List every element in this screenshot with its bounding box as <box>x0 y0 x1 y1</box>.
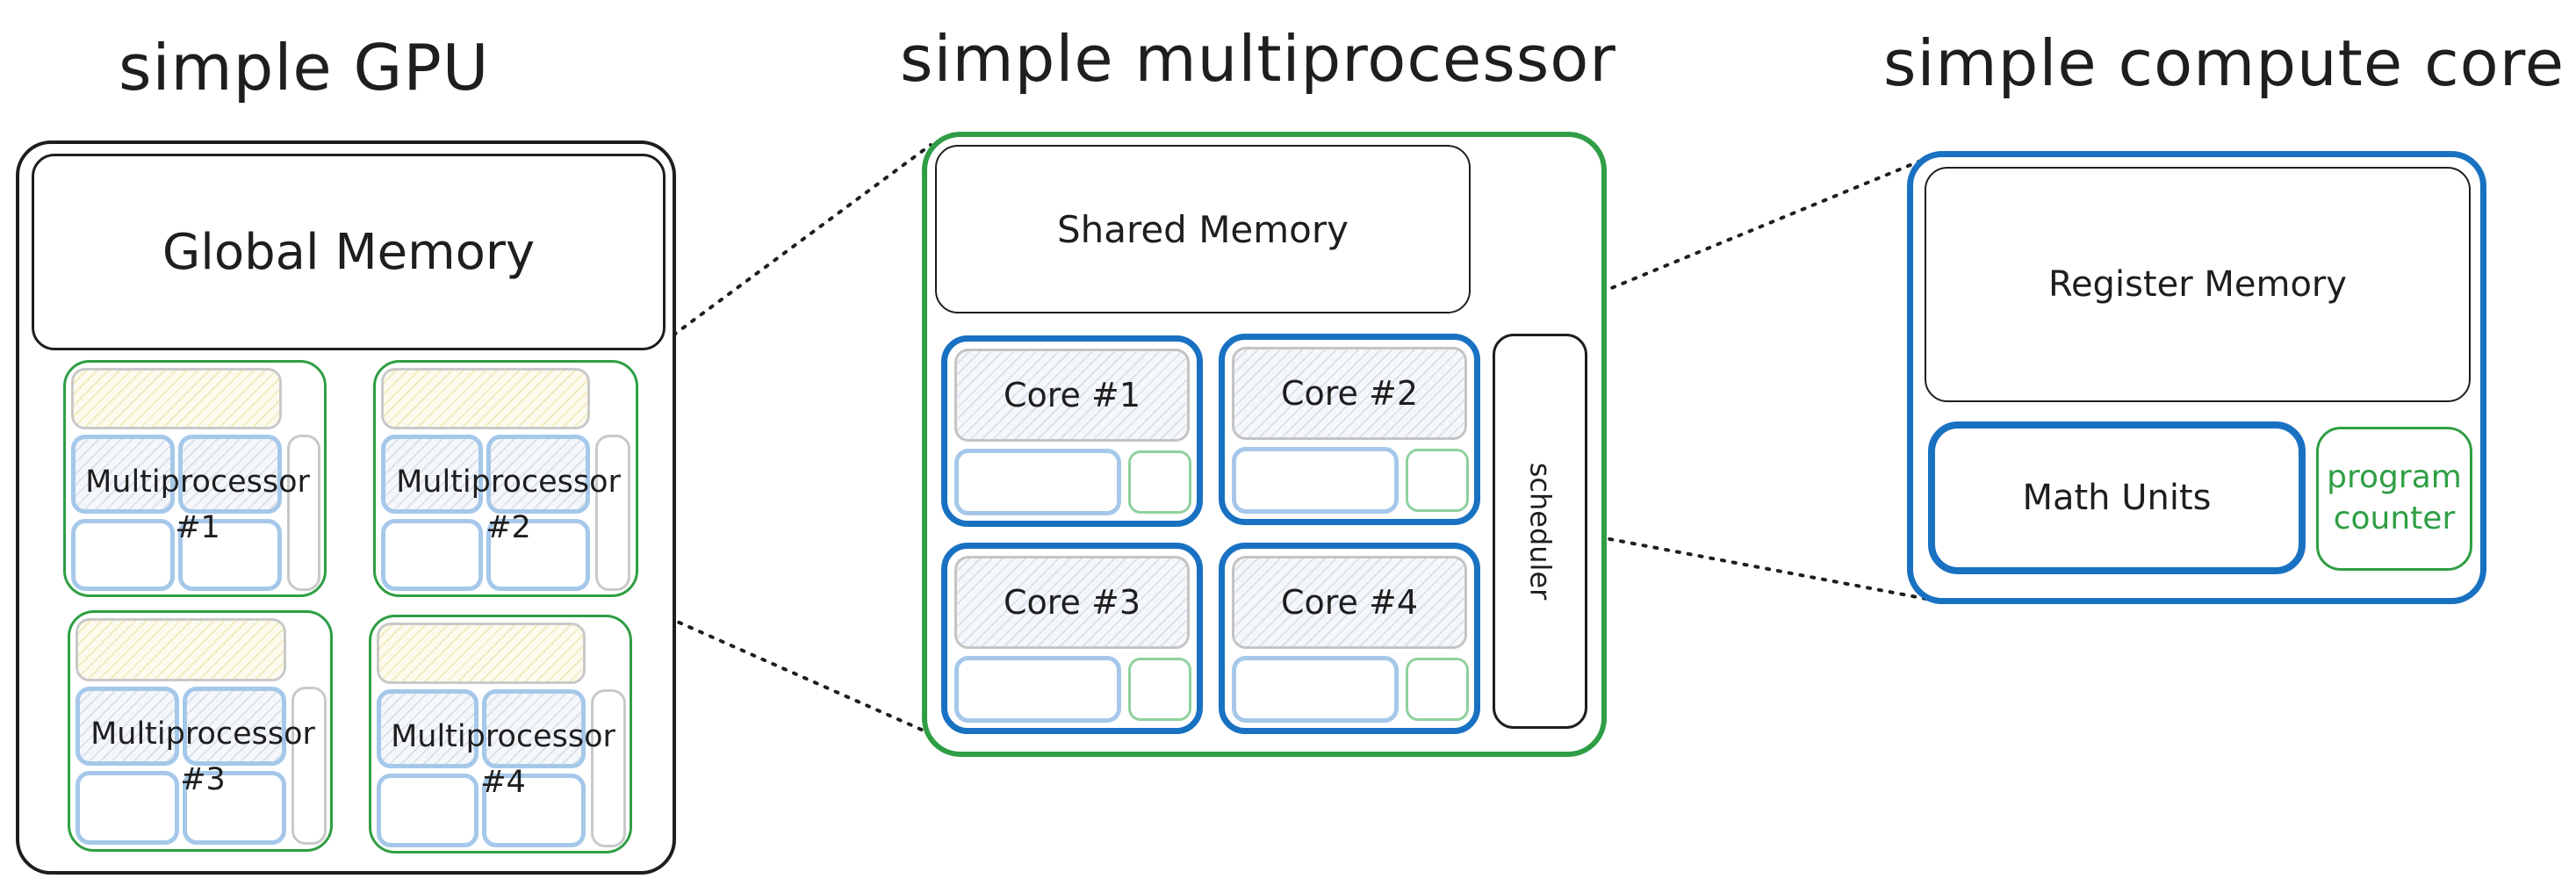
program-counter-line2: counter <box>2333 501 2456 537</box>
scheduler: scheduler <box>1493 334 1587 729</box>
math-units-label: Math Units <box>2022 478 2212 518</box>
mp-core-2: Core #2 <box>1219 334 1480 525</box>
mp4-label: Multiprocessor #4 <box>371 689 635 830</box>
mp3-label: Multiprocessor #3 <box>70 687 335 827</box>
mp-core-3-register: Core #3 <box>954 556 1190 649</box>
mp4-label-line2: #4 <box>480 765 526 800</box>
gpu-multiprocessor-2: Multiprocessor #2 <box>373 360 638 597</box>
mp-core-1: Core #1 <box>941 335 1203 527</box>
mp-core-1-math <box>954 449 1121 515</box>
program-counter: program counter <box>2316 427 2472 571</box>
register-memory-label: Register Memory <box>2047 264 2348 305</box>
shared-memory: Shared Memory <box>935 145 1471 313</box>
mp3-core-1 <box>76 687 179 766</box>
mp2-label-line1: Multiprocessor <box>396 464 621 500</box>
gpu-multiprocessor-4: Multiprocessor #4 <box>369 615 632 853</box>
mp1-label-line1: Multiprocessor <box>85 464 310 500</box>
mp1-label: Multiprocessor #1 <box>66 435 329 575</box>
mp4-label-line1: Multiprocessor <box>391 718 615 754</box>
mp-core-2-register: Core #2 <box>1232 347 1467 440</box>
mp4-core-3 <box>377 774 479 847</box>
mp3-label-line1: Multiprocessor <box>90 716 315 752</box>
gpu-multiprocessor-1: Multiprocessor #1 <box>63 360 327 597</box>
mp3-core-2 <box>183 687 286 766</box>
math-units: Math Units <box>1928 421 2306 574</box>
mp-core-1-register: Core #1 <box>954 349 1190 442</box>
multiprocessor-title: simple multiprocessor <box>900 22 1616 96</box>
gpu-title: simple GPU <box>119 31 490 104</box>
mp-core-1-label: Core #1 <box>1003 376 1141 414</box>
mp2-core-3 <box>381 519 483 591</box>
gpu-multiprocessor-3: Multiprocessor #3 <box>68 610 333 852</box>
mp-core-3-label: Core #3 <box>1003 583 1141 622</box>
mp-core-4-pc <box>1406 658 1469 721</box>
core-title: simple compute core <box>1883 26 2565 100</box>
mp2-shared-memory <box>381 368 590 429</box>
mp-core-3: Core #3 <box>941 543 1203 734</box>
mp1-core-3 <box>71 519 175 591</box>
mp-core-4-math <box>1232 656 1399 723</box>
mp1-shared-memory <box>71 368 282 429</box>
mp-core-4-register: Core #4 <box>1232 556 1467 649</box>
mp-core-4: Core #4 <box>1219 543 1480 734</box>
register-memory: Register Memory <box>1925 167 2471 402</box>
mp4-core-4 <box>482 774 586 847</box>
mp-core-4-label: Core #4 <box>1280 583 1419 622</box>
mp1-scheduler <box>287 435 320 591</box>
mp1-core-4 <box>178 519 282 591</box>
shared-memory-label: Shared Memory <box>1056 207 1349 251</box>
mp4-scheduler <box>591 689 626 847</box>
mp-core-1-pc <box>1128 450 1191 514</box>
mp2-core-4 <box>486 519 590 591</box>
mp-core-2-math <box>1232 447 1399 514</box>
mp-core-2-label: Core #2 <box>1280 374 1419 413</box>
mp4-core-1 <box>377 689 479 768</box>
mp3-core-3 <box>76 771 179 845</box>
mp-core-3-math <box>954 656 1121 723</box>
program-counter-line1: program <box>2327 459 2462 496</box>
mp1-core-2 <box>178 435 282 514</box>
mp4-core-2 <box>482 689 586 768</box>
mp1-label-line2: #1 <box>175 510 220 545</box>
mp2-label-line2: #2 <box>486 510 531 545</box>
mp3-core-4 <box>183 771 286 845</box>
scheduler-label-wrap: scheduler <box>1495 336 1585 726</box>
mp2-core-1 <box>381 435 483 514</box>
mp2-scheduler <box>595 435 630 591</box>
scheduler-label: scheduler <box>1523 462 1557 601</box>
mp3-shared-memory <box>76 618 286 681</box>
mp1-core-1 <box>71 435 175 514</box>
mp-core-3-pc <box>1128 658 1191 721</box>
mp4-shared-memory <box>377 623 586 684</box>
global-memory: Global Memory <box>32 154 666 350</box>
mp2-label: Multiprocessor #2 <box>376 435 641 575</box>
mp2-core-2 <box>486 435 590 514</box>
global-memory-label: Global Memory <box>162 223 536 281</box>
mp-core-2-pc <box>1406 449 1469 512</box>
mp3-label-line2: #3 <box>180 762 226 797</box>
mp3-scheduler <box>291 687 327 845</box>
